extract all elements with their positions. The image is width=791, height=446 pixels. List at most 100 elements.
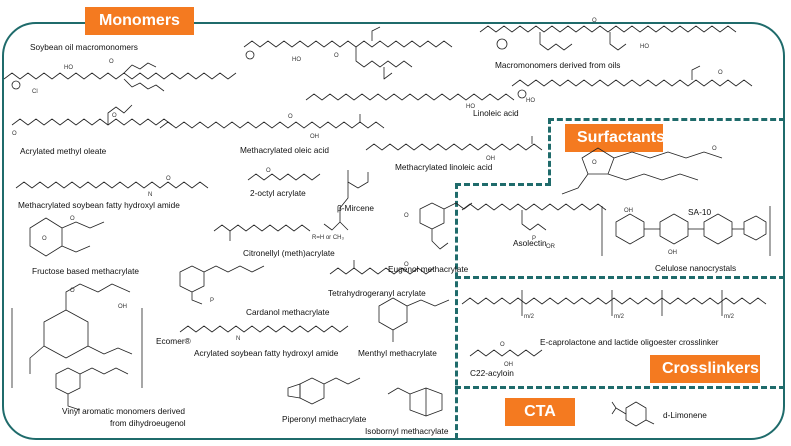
crosslinkers-tag: Crosslinkers	[650, 355, 760, 383]
cta-tag: CTA	[505, 398, 575, 426]
asolectin-label: Asolectin	[513, 238, 547, 248]
methacrylated-oleic-acid-label: Methacrylated oleic acid	[240, 145, 330, 155]
svg-text:HO: HO	[466, 104, 475, 110]
svg-text:R=H or CH₃: R=H or CH₃	[312, 235, 345, 241]
svg-text:O: O	[112, 113, 117, 119]
svg-text:m/2: m/2	[724, 314, 735, 320]
svg-text:O: O	[500, 342, 505, 348]
svg-text:O: O	[70, 216, 75, 222]
cardanol-structure: P	[179, 265, 265, 305]
acrylated-methyl-oleate-structure: OO	[11, 104, 173, 137]
menthyl-structure	[378, 297, 450, 342]
tetrahydrogeranyl-label: Tetrahydrogeranyl acrylate	[328, 288, 426, 298]
citronellyl-structure: R=H or CH₃	[213, 224, 345, 241]
svg-text:m/2: m/2	[524, 314, 535, 320]
svg-text:OH: OH	[624, 208, 633, 214]
cellulose-structure: OH OH	[601, 206, 771, 256]
eugenol-label: Eugenol methacrylate	[388, 264, 469, 274]
citronellyl-label: Citronellyl (meth)acrylate	[243, 248, 335, 258]
oil-derived-structure: HO O	[511, 65, 753, 104]
acrylated-soybean-amide-label: Acrylated soybean fatty hydroxyl amide	[194, 348, 339, 358]
vinyl-aromatic-label-line1: Vinyl aromatic monomers derived	[62, 406, 185, 416]
svg-text:HO: HO	[292, 57, 301, 63]
surfactants-tag: Surfactants	[565, 124, 665, 152]
limonene-structure	[611, 401, 655, 427]
octyl-acrylate-label: 2-octyl acrylate	[250, 188, 306, 198]
vinyl-aromatic-label-line2: from dihydroeugenol	[110, 418, 186, 428]
caprolactone-label: E-caprolactone and lactide oligoester cr…	[540, 337, 719, 347]
cta-border-top	[455, 386, 785, 389]
triglyceride-macromonomer-structure: HO O	[243, 26, 453, 80]
piperonyl-label: Piperonyl methacrylate	[282, 414, 367, 424]
svg-text:O: O	[712, 146, 717, 152]
svg-text:O: O	[404, 213, 409, 219]
surfactants-border-left-lower	[455, 183, 458, 439]
svg-text:O: O	[42, 236, 47, 242]
svg-text:O: O	[592, 160, 597, 166]
macromonomers-oils-label: Macromonomers derived from oils	[495, 60, 621, 70]
c22-label: C22-acyloin	[470, 368, 514, 378]
svg-text:O: O	[109, 59, 114, 65]
outer-frame	[2, 22, 785, 440]
svg-text:O: O	[12, 131, 17, 137]
fructose-structure: OO	[29, 216, 105, 257]
svg-text:HO: HO	[640, 44, 649, 50]
asolectin-structure: P OR	[461, 203, 607, 250]
linoleic-acid-structure: HO	[305, 93, 515, 110]
svg-text:O: O	[166, 176, 171, 182]
c22-acyloin-structure: O OH	[469, 342, 543, 368]
svg-text:P: P	[532, 236, 536, 242]
vinyl-aromatic-structure	[55, 367, 129, 411]
svg-text:HO: HO	[526, 98, 535, 104]
svg-text:OH: OH	[504, 362, 513, 368]
isobornyl-structure	[387, 387, 443, 417]
methacrylated-soybean-amide-structure: NO	[15, 176, 209, 198]
sa10-structure: OO	[561, 146, 723, 195]
sa10-label: SA-10	[688, 207, 712, 217]
surfactants-border-left	[548, 118, 551, 184]
limonene-label: d-Limonene	[663, 410, 707, 420]
acrylated-soybean-amide-structure: N	[179, 325, 349, 342]
piperonyl-structure	[287, 377, 361, 405]
caprolactone-lactide-structure: m/2 m/2 m/2	[461, 290, 767, 320]
methacrylated-linoleic-acid-label: Methacrylated linoleic acid	[395, 162, 493, 172]
svg-text:OH: OH	[668, 250, 677, 256]
methacrylated-soybean-amide-label: Methacrylated soybean fatty hydroxyl ami…	[18, 200, 180, 210]
svg-text:OH: OH	[118, 304, 127, 310]
svg-text:OH: OH	[310, 134, 319, 140]
svg-text:N: N	[236, 336, 240, 342]
eugenol-structure: O	[404, 202, 473, 250]
svg-text:O: O	[718, 70, 723, 76]
fructose-label: Fructose based methacrylate	[32, 266, 139, 276]
methacrylated-oleic-acid-structure: OH O	[159, 114, 385, 140]
svg-text:O: O	[334, 53, 339, 59]
acrylated-methyl-oleate-label: Acrylated methyl oleate	[20, 146, 107, 156]
ecomer-label: Ecomer®	[156, 336, 191, 346]
svg-text:O: O	[266, 168, 271, 174]
svg-text:O: O	[70, 288, 75, 294]
svg-text:HO: HO	[64, 65, 73, 71]
mircene-label: β-Mircene	[337, 203, 375, 213]
cardanol-label: Cardanol methacrylate	[246, 307, 330, 317]
mircene-structure	[323, 170, 369, 231]
svg-text:O: O	[288, 114, 293, 120]
isobornyl-label: Isobornyl methacrylate	[365, 426, 449, 436]
crosslinkers-border-top	[455, 276, 785, 279]
svg-text:P: P	[210, 298, 214, 304]
svg-text:OR: OR	[546, 244, 556, 250]
svg-text:OH: OH	[486, 156, 495, 162]
svg-text:m/2: m/2	[614, 314, 625, 320]
menthyl-label: Menthyl methacrylate	[358, 348, 437, 358]
soybean-oil-label: Soybean oil macromonomers	[30, 42, 138, 52]
tetrahydrogeranyl-structure: O	[329, 260, 435, 275]
methacrylated-linoleic-acid-structure: OH	[365, 136, 543, 162]
surfactants-border-top	[548, 118, 785, 121]
octyl-acrylate-structure: O	[247, 168, 321, 181]
ecomer-structure: O OH	[11, 283, 143, 388]
cellulose-label: Celulose nanocrystals	[655, 263, 737, 273]
oil-macromonomers-structure: HOO	[479, 18, 737, 51]
svg-text:N: N	[148, 192, 152, 198]
svg-text:O: O	[404, 262, 409, 268]
